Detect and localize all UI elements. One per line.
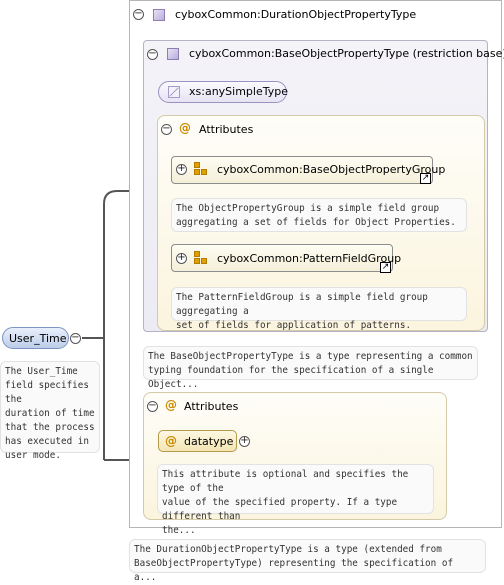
complex-type-icon: [167, 48, 179, 60]
outer-type-label: cyboxCommon:DurationObjectPropertyType: [175, 8, 417, 21]
attribute-icon: @: [165, 434, 177, 448]
datatype-attribute-node[interactable]: @ datatype: [158, 430, 237, 452]
expand-group2-toggle[interactable]: +: [176, 252, 187, 264]
collapse-root-toggle[interactable]: −: [70, 332, 81, 344]
collapse-outer-attributes-toggle[interactable]: −: [147, 400, 158, 412]
base-type-label: cyboxCommon:BaseObjectPropertyType (rest…: [189, 47, 504, 60]
expand-group1-toggle[interactable]: +: [176, 163, 187, 175]
root-label: User_Time: [9, 332, 67, 345]
attribute-group-icon: [194, 162, 208, 176]
collapse-inner-attributes-toggle[interactable]: −: [161, 123, 172, 135]
group2-label: cyboxCommon:PatternFieldGroup: [217, 252, 402, 265]
collapse-outer-type-toggle[interactable]: −: [133, 8, 144, 20]
simple-type-icon: [168, 86, 180, 98]
attribute-icon: @: [179, 121, 191, 135]
reference-arrow-icon[interactable]: ↗: [420, 173, 431, 184]
group2-description: The PatternFieldGroup is a simple field …: [171, 287, 467, 331]
datatype-label: datatype: [184, 435, 234, 448]
group1-description: The ObjectPropertyGroup is a simple fiel…: [171, 198, 467, 232]
attribute-icon: @: [165, 398, 177, 412]
root-description: The User_Time field specifies the durati…: [0, 361, 100, 461]
any-simple-type-node[interactable]: xs:anySimpleType: [158, 81, 288, 103]
group1-label: cyboxCommon:BaseObjectPropertyGroup: [217, 163, 446, 176]
datatype-description: This attribute is optional and specifies…: [157, 464, 434, 536]
base-object-property-group-node[interactable]: [171, 156, 433, 184]
expand-datatype-toggle[interactable]: +: [239, 435, 250, 447]
pattern-field-group-node[interactable]: [171, 244, 393, 272]
inner-attributes-label: Attributes: [199, 123, 254, 136]
outer-type-description: The DurationObjectPropertyType is a type…: [129, 539, 486, 583]
collapse-base-type-toggle[interactable]: −: [147, 48, 158, 60]
user-time-element-node[interactable]: User_Time: [2, 327, 69, 349]
reference-arrow-icon[interactable]: ↗: [380, 262, 391, 273]
outer-attributes-label: Attributes: [184, 400, 239, 413]
simple-type-label: xs:anySimpleType: [189, 85, 288, 98]
attribute-group-icon: [194, 251, 208, 265]
base-type-description: The BaseObjectPropertyType is a type rep…: [143, 346, 478, 390]
complex-type-icon: [153, 9, 165, 21]
